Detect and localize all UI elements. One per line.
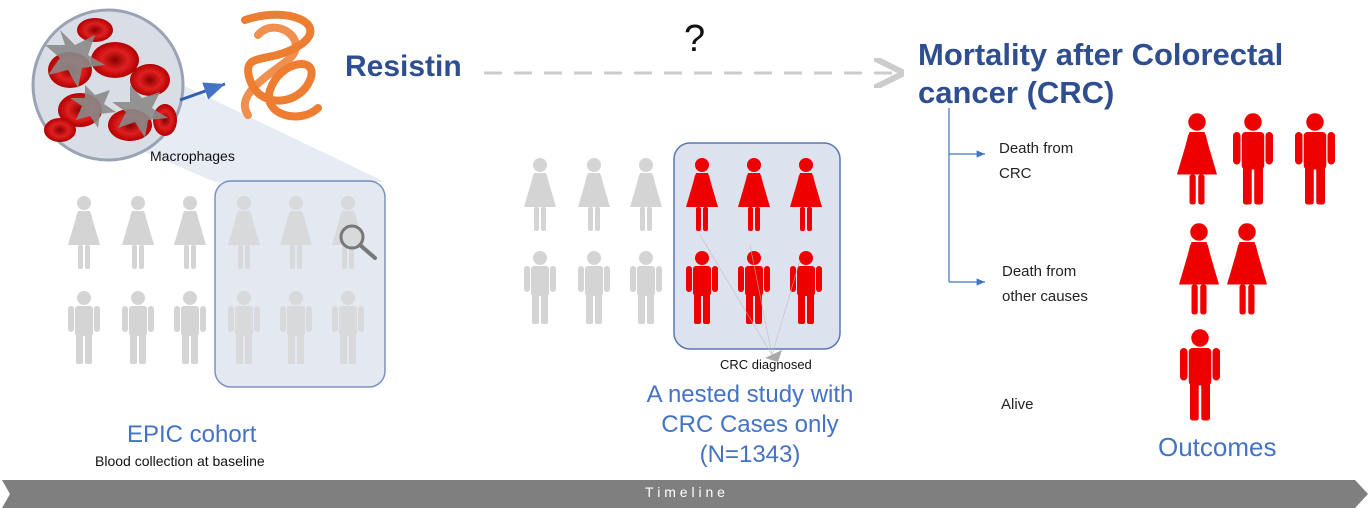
- macrophages-label: Macrophages: [150, 148, 235, 164]
- connector-lines: [699, 234, 801, 356]
- outcome-branches: [948, 108, 985, 286]
- nested-study-title: A nested study with CRC Cases only (N=13…: [600, 380, 900, 470]
- mortality-title-line1: Mortality after Colorectal: [918, 37, 1284, 72]
- blue-arrow: [179, 82, 226, 102]
- death-other-line1: Death from: [1002, 263, 1077, 280]
- mortality-title-line2: cancer (CRC): [918, 75, 1115, 110]
- cohort-title: EPIC cohort: [127, 421, 257, 448]
- blood-cell-illustration: [31, 8, 185, 162]
- death-crc-line2: CRC: [999, 165, 1032, 182]
- nested-study-line1: A nested study with: [646, 381, 854, 408]
- death-other-line2: other causes: [1002, 288, 1088, 305]
- cohort-subtitle: Blood collection at baseline: [95, 453, 265, 469]
- diagnosis-pointer: [765, 350, 782, 362]
- crc-diagnosed-label: CRC diagnosed: [720, 357, 812, 372]
- alive-label: Alive: [1001, 396, 1034, 413]
- resistin-protein-icon: [240, 10, 322, 121]
- timeline-label: T i m e l i n e: [645, 484, 725, 500]
- nested-grey-figures: [524, 158, 662, 324]
- death-crc-line1: Death from: [999, 140, 1074, 157]
- death-crc-label: Death from CRC: [999, 136, 1073, 186]
- question-mark: ?: [684, 18, 706, 60]
- outcome-figures: [1177, 113, 1335, 421]
- resistin-label: Resistin: [345, 50, 462, 83]
- timeline-bar: [2, 480, 1368, 508]
- magnifying-glass-icon: [339, 224, 377, 260]
- death-other-label: Death from other causes: [1002, 259, 1088, 309]
- nested-study-line2: CRC Cases only: [661, 411, 839, 438]
- nested-study-line3: (N=1343): [699, 441, 801, 468]
- outcomes-label: Outcomes: [1158, 432, 1277, 462]
- mortality-title: Mortality after Colorectal cancer (CRC): [918, 36, 1283, 112]
